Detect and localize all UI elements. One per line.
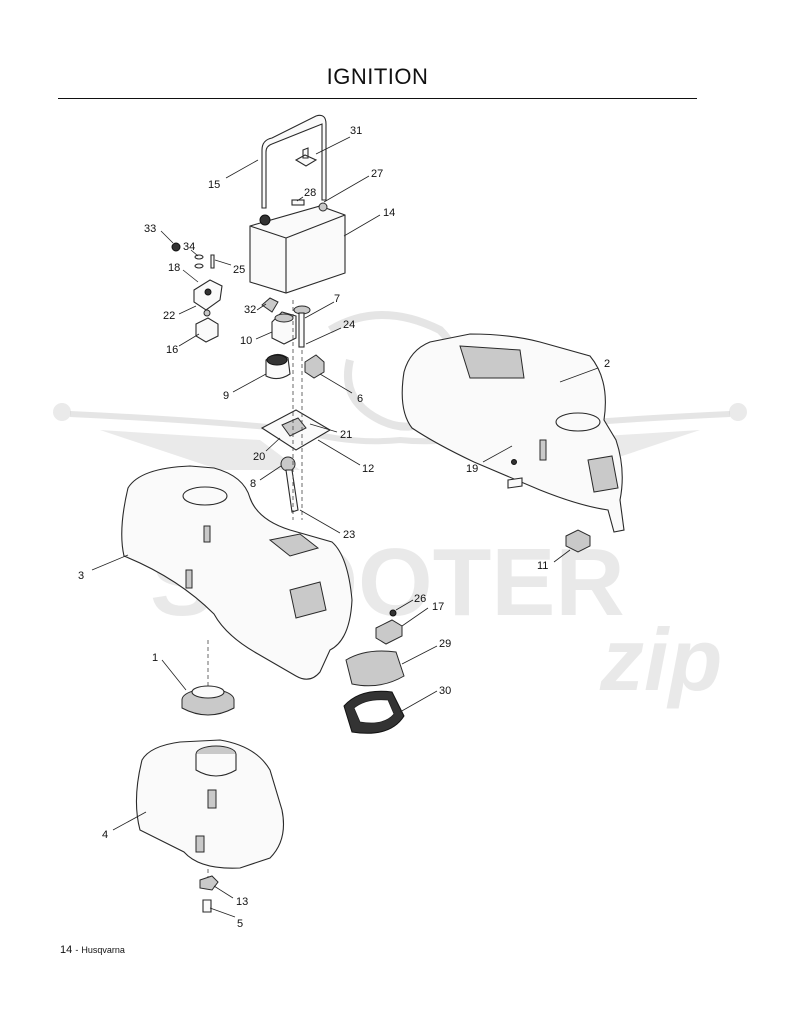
- callout-31: 31: [350, 125, 362, 137]
- right-fender: [401, 333, 625, 533]
- callout-21: 21: [340, 429, 352, 441]
- callout-9: 9: [223, 390, 229, 402]
- seat-switch: [375, 619, 403, 645]
- page-footer: 14 - Husqvarna: [60, 944, 125, 956]
- page-title: IGNITION: [326, 64, 429, 89]
- callout-20: 20: [253, 451, 265, 463]
- callout-24: 24: [343, 319, 355, 331]
- switch: [304, 354, 325, 379]
- page-number: 14: [60, 944, 73, 956]
- fuel-fitting: [202, 899, 212, 913]
- callout-15: 15: [208, 179, 220, 191]
- callout-2: 2: [604, 358, 610, 370]
- throttle-lever: [280, 456, 299, 513]
- callout-26: 26: [414, 593, 426, 605]
- callout-3: 3: [78, 570, 84, 582]
- hold-down-rod: [261, 114, 327, 209]
- nut: [171, 242, 181, 252]
- callout-5: 5: [237, 918, 243, 930]
- callout-19: 19: [466, 463, 478, 475]
- connector-block: [565, 529, 591, 553]
- fuel-tank: [135, 739, 285, 869]
- callout-22: 22: [163, 310, 175, 322]
- watermark-script: zip: [599, 610, 722, 709]
- battery: [249, 202, 346, 294]
- ignition-key: [261, 297, 279, 313]
- callout-33: 33: [144, 223, 156, 235]
- callout-14: 14: [383, 207, 395, 219]
- callout-13: 13: [236, 896, 248, 908]
- callout-4: 4: [102, 829, 108, 841]
- footer-separator: -: [75, 945, 79, 955]
- callout-6: 6: [357, 393, 363, 405]
- connector: [195, 317, 219, 343]
- leader-lines: [91, 136, 599, 918]
- washer: [194, 254, 204, 260]
- callout-labels: 15 31 27 28 14 33 34 25 18 22 16 32 7 10…: [78, 125, 610, 930]
- callout-1: 1: [152, 652, 158, 664]
- switch-cover: [345, 650, 405, 687]
- callout-18: 18: [168, 262, 180, 274]
- callout-16: 16: [166, 344, 178, 356]
- hour-meter: [265, 353, 291, 380]
- gasket-frame: [343, 690, 405, 734]
- callout-27: 27: [371, 168, 383, 180]
- callout-34: 34: [183, 241, 195, 253]
- callout-7: 7: [334, 293, 340, 305]
- ignition-switch: [271, 311, 297, 345]
- dash-plate: [260, 409, 332, 451]
- wing-nut: [294, 147, 318, 167]
- callout-10: 10: [240, 335, 252, 347]
- washer: [194, 263, 204, 269]
- fender-screw: [507, 477, 523, 489]
- callout-12: 12: [362, 463, 374, 475]
- callout-11: 11: [537, 560, 548, 572]
- callout-32: 32: [244, 304, 256, 316]
- callout-25: 25: [233, 264, 245, 276]
- callout-30: 30: [439, 685, 451, 697]
- bushing: [199, 875, 219, 891]
- left-fender: [121, 465, 353, 680]
- screw: [210, 254, 215, 269]
- choke-knob: [293, 305, 311, 348]
- callout-29: 29: [439, 638, 451, 650]
- callout-8: 8: [250, 478, 256, 490]
- callout-28: 28: [304, 187, 316, 199]
- fuel-cap: [181, 685, 235, 716]
- title-rule: [58, 98, 697, 99]
- callout-23: 23: [343, 529, 355, 541]
- footer-brand: Husqvarna: [81, 945, 125, 955]
- callout-17: 17: [432, 601, 444, 613]
